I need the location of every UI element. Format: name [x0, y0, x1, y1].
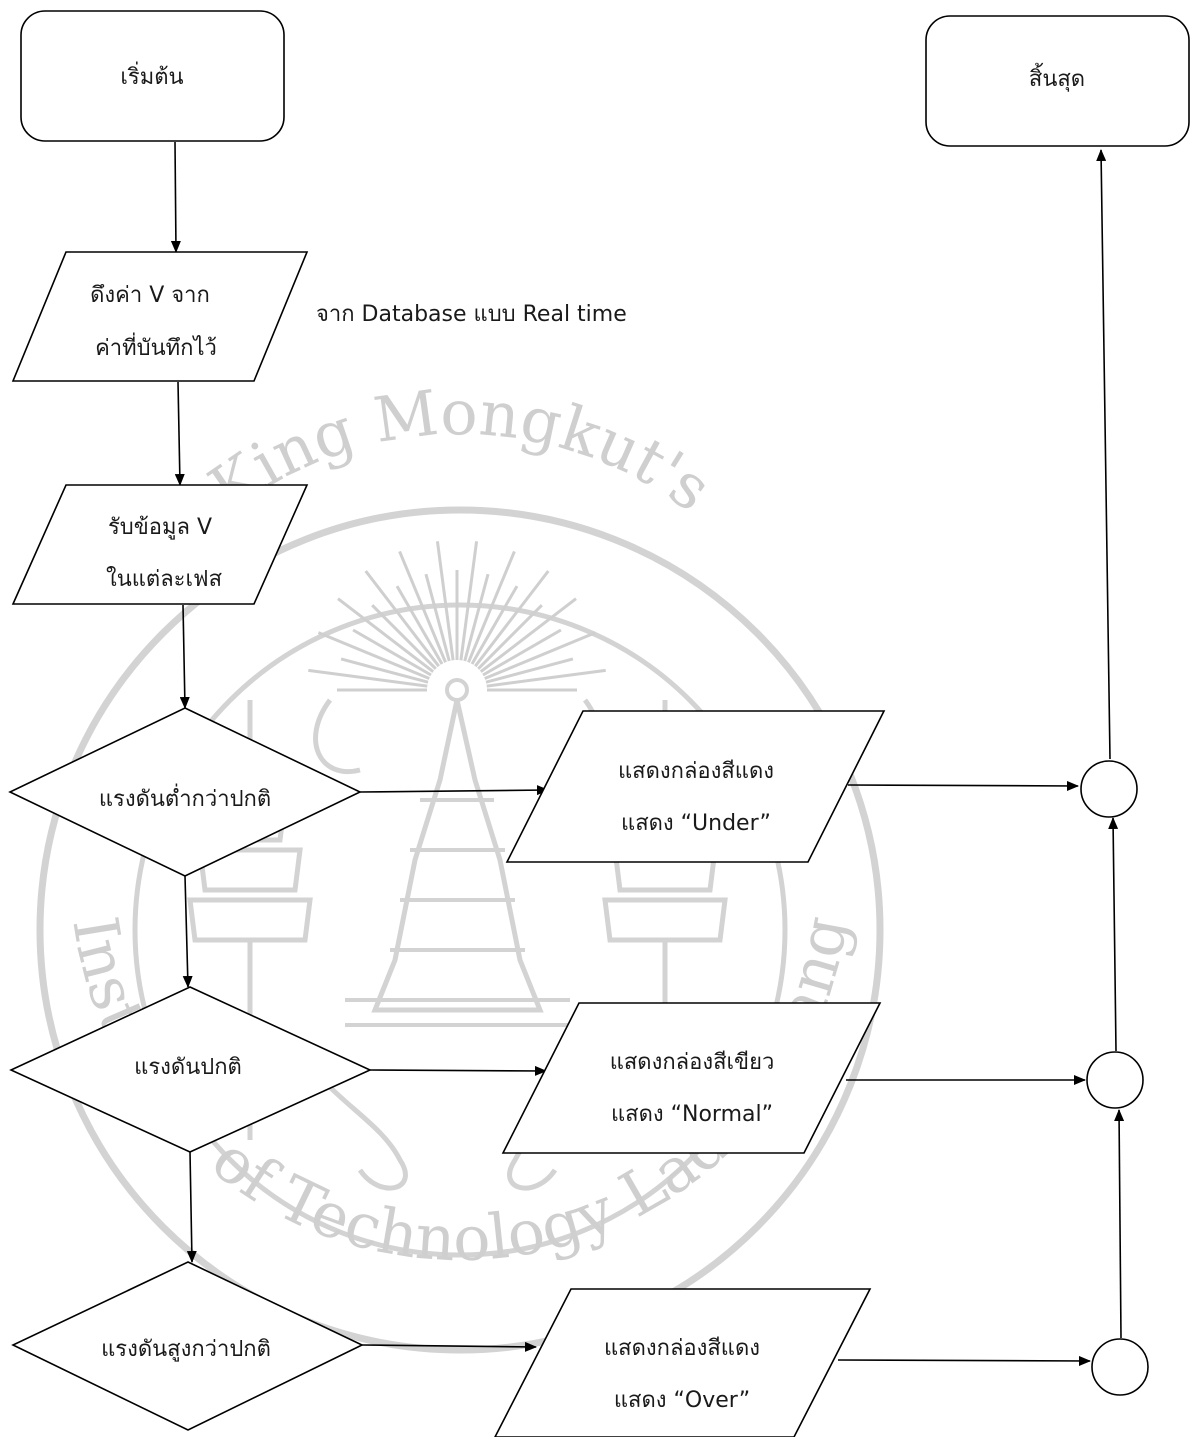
sun-ray: [474, 570, 550, 668]
receive-line2: ในแต่ละเฟส: [106, 566, 223, 592]
decision-low-label: แรงดันต่ำกว่าปกติ: [99, 783, 271, 812]
decision-normal-label: แรงดันปกติ: [134, 1055, 242, 1080]
scroll-flourish: [297, 698, 618, 1191]
connectors: [170, 141, 1125, 1366]
decision-high-label: แรงดันสูงกว่าปกติ: [101, 1337, 271, 1362]
database-annotation: จาก Database แบบ Real time: [316, 302, 627, 327]
edge-junction1-to-end: [1096, 149, 1111, 760]
sun-ray: [308, 668, 428, 688]
sun-ray: [424, 573, 451, 662]
sun-ray: [435, 541, 455, 661]
edge-over-to-junction3: [837, 1355, 1091, 1366]
start-label: เริ่มต้น: [120, 61, 183, 90]
junction-circle-1: [1080, 760, 1138, 818]
watermark-inner-ring: [132, 602, 788, 1258]
output-under-line1: แสดงกล่องสีแดง: [618, 759, 774, 784]
sun-ray: [467, 550, 516, 663]
sun-ray: [340, 657, 429, 684]
edge-under-to-junction1: [847, 780, 1079, 791]
fetch-data-node: ดึงค่า V จาก ค่าที่บันทึกไว้: [11, 251, 309, 382]
sun-ray: [352, 628, 432, 677]
crown-spire: [371, 699, 544, 1013]
edge-junction2-to-junction1: [1108, 817, 1119, 1052]
sun-ray: [317, 631, 430, 680]
end-label: สิ้นสุด: [1029, 63, 1085, 92]
sun-ray: [371, 604, 437, 670]
sun-ray: [470, 585, 519, 665]
edge-receive-to-low: [179, 604, 190, 709]
sun-ray: [459, 541, 479, 661]
watermark-outer-ring: [36, 506, 884, 1354]
sun-ray: [486, 668, 606, 688]
output-normal-line2: แสดง “Normal”: [611, 1102, 773, 1127]
sun-ray: [398, 550, 447, 663]
output-over-node: แสดงกล่องสีแดง แสดง “Over”: [494, 1288, 872, 1437]
receive-line1: รับข้อมูล V: [108, 515, 212, 540]
end-terminal: สิ้นสุด: [925, 15, 1190, 147]
fetch-line1: ดึงค่า V จาก: [90, 283, 210, 308]
edge-fetch-to-receive: [174, 381, 185, 486]
output-under-line2: แสดง “Under”: [621, 811, 771, 836]
decision-low-voltage: แรงดันต่ำกว่าปกติ: [8, 707, 362, 877]
output-normal-node: แสดงกล่องสีเขียว แสดง “Normal”: [501, 1002, 882, 1154]
sun-ray: [479, 597, 577, 673]
receive-data-node: รับข้อมูล V ในแต่ละเฟส: [11, 484, 309, 605]
crown-tiers: [345, 798, 570, 1027]
edge-high-to-over: [361, 1341, 537, 1352]
edge-junction3-to-junction2: [1114, 1109, 1125, 1339]
decision-normal-voltage: แรงดันปกติ: [9, 986, 372, 1153]
sun-ray: [477, 604, 543, 670]
output-over-line1: แสดงกล่องสีแดง: [604, 1336, 760, 1361]
sun-ray: [484, 631, 597, 680]
edge-normal-to-high: [186, 1151, 197, 1263]
sun-rays: [308, 541, 606, 692]
decision-high-voltage: แรงดันสูงกว่าปกติ: [11, 1261, 364, 1431]
edge-start-to-fetch: [170, 141, 181, 253]
sun-ray: [463, 573, 490, 662]
output-under-node: แสดงกล่องสีแดง แสดง “Under”: [505, 710, 886, 863]
sun-ray: [395, 585, 444, 665]
output-normal-line1: แสดงกล่องสีเขียว: [610, 1050, 775, 1075]
junction-circle-2: [1086, 1051, 1144, 1109]
start-terminal: เริ่มต้น: [20, 10, 285, 142]
output-over-line2: แสดง “Over”: [614, 1388, 750, 1413]
edge-low-to-normal: [182, 875, 193, 988]
edge-normal-to-normal-output: [369, 1065, 547, 1076]
sun-ray: [364, 570, 440, 668]
edge-low-to-under: [359, 785, 549, 796]
junction-circle-3: [1091, 1338, 1149, 1396]
sun-ray: [337, 597, 435, 673]
sun-ray: [482, 628, 562, 677]
sun-ray: [485, 657, 574, 684]
fetch-line2: ค่าที่บันทึกไว้: [95, 332, 217, 361]
sun-disc: [445, 678, 469, 702]
